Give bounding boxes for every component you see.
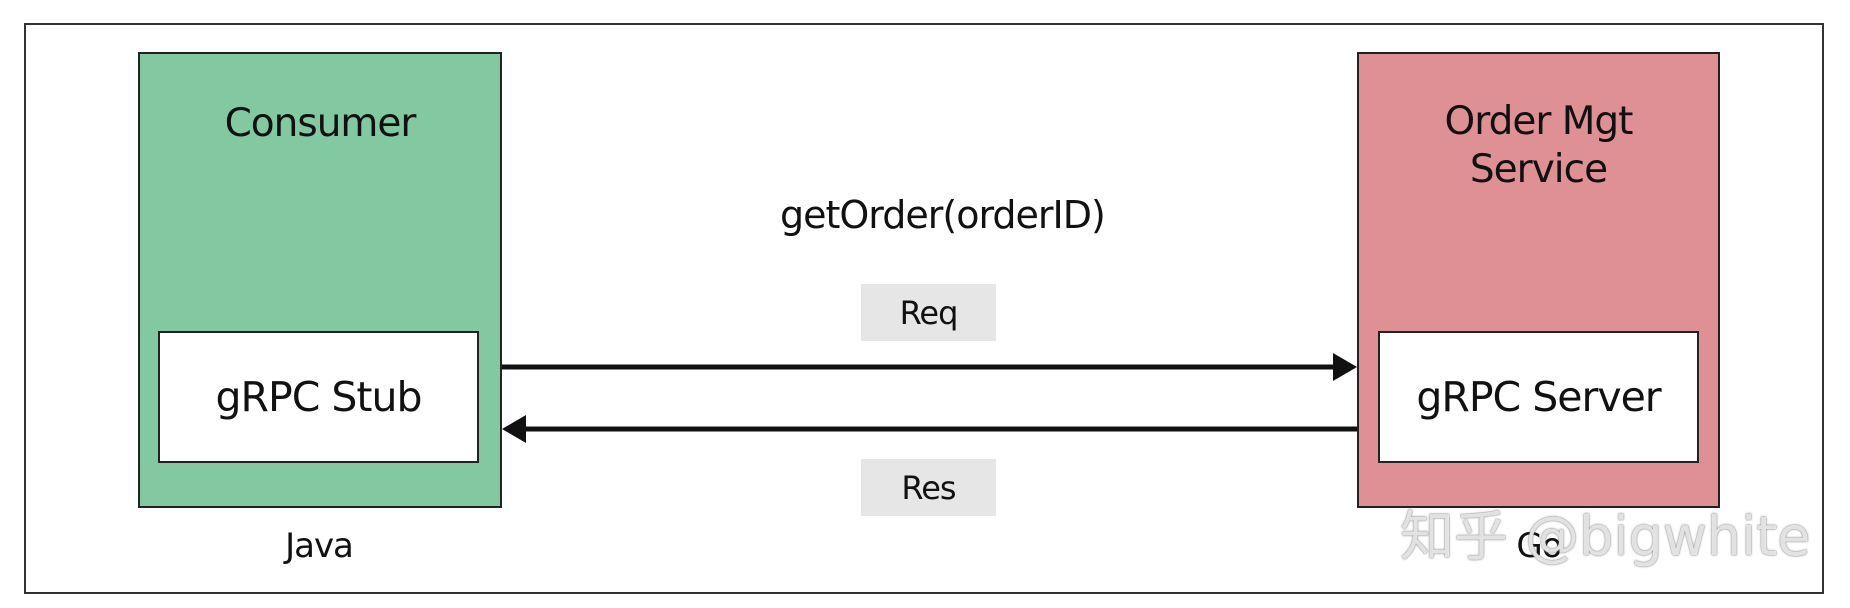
method-call-label: getOrder(orderID) <box>780 193 1106 237</box>
grpc-server-box: gRPC Server <box>1378 331 1699 463</box>
watermark: 知乎 @bigwhite <box>1400 505 1811 568</box>
response-tag: Res <box>861 459 996 516</box>
consumer-title: Consumer <box>224 101 417 146</box>
service-title: Order Mgt Service <box>1444 99 1634 192</box>
grpc-stub-box: gRPC Stub <box>158 331 479 463</box>
service-language-label: Go <box>1516 526 1562 566</box>
request-tag: Req <box>861 284 996 341</box>
consumer-language-label: Java <box>285 526 354 566</box>
